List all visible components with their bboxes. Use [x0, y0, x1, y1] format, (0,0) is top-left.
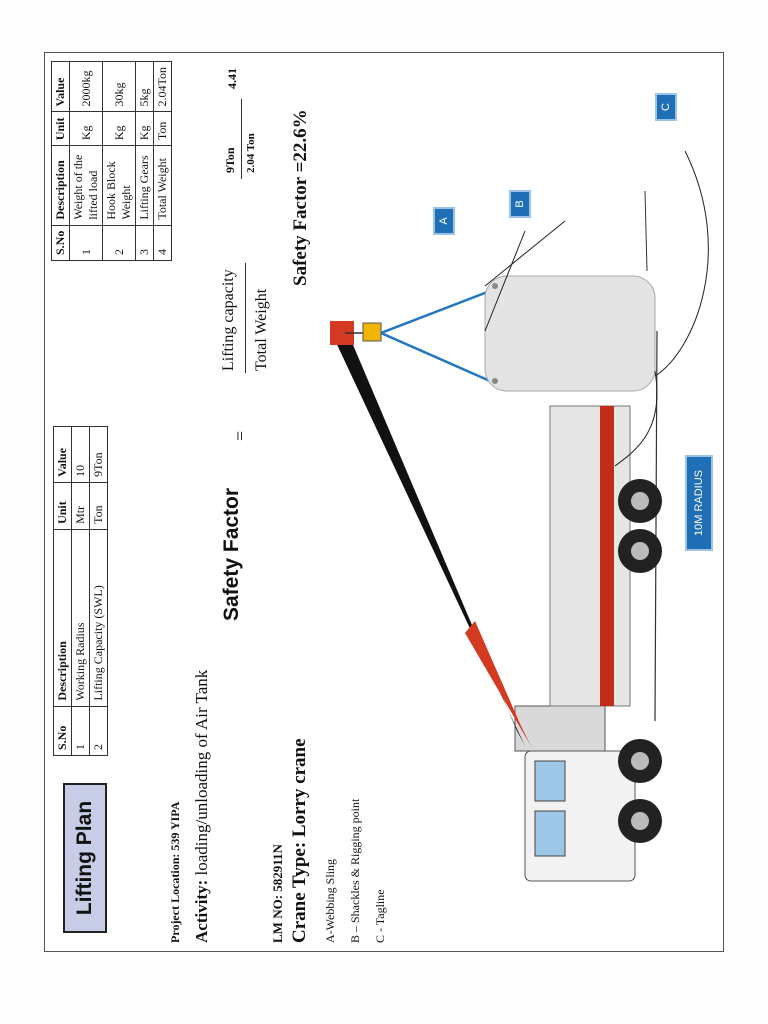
- wheel-hub: [631, 542, 649, 560]
- ground-line: [644, 190, 648, 272]
- lifting-plan-sheet: Lifting Plan S.No Description Unit Value…: [44, 52, 724, 952]
- cab-window: [534, 810, 566, 857]
- tagline: [614, 370, 658, 467]
- wheel-hub: [631, 752, 649, 770]
- boom-base-section: [465, 621, 531, 746]
- tag-b: B: [509, 190, 531, 218]
- arrow-to-b: [484, 220, 566, 287]
- cab-window: [534, 760, 566, 802]
- webbing-sling: [380, 331, 491, 383]
- tag-a: A: [433, 207, 455, 235]
- boom-tip: [330, 321, 354, 345]
- tag-c: C: [655, 93, 677, 121]
- rigging-point: [492, 283, 498, 289]
- webbing-sling: [380, 289, 491, 335]
- rigging-point: [492, 378, 498, 384]
- truck-chassis: [600, 406, 614, 706]
- air-tank: [484, 275, 656, 392]
- wheel-hub: [631, 812, 649, 830]
- tagline: [654, 150, 709, 377]
- arrow-to-a: [484, 230, 526, 332]
- crane-base: [514, 705, 606, 752]
- crane-illustration: UNIC: [330, 150, 709, 882]
- truck-deck: [549, 405, 631, 707]
- wheel-hub: [631, 492, 649, 510]
- radius-label: 10M RADIUS: [685, 455, 713, 551]
- hook-block: [362, 322, 382, 342]
